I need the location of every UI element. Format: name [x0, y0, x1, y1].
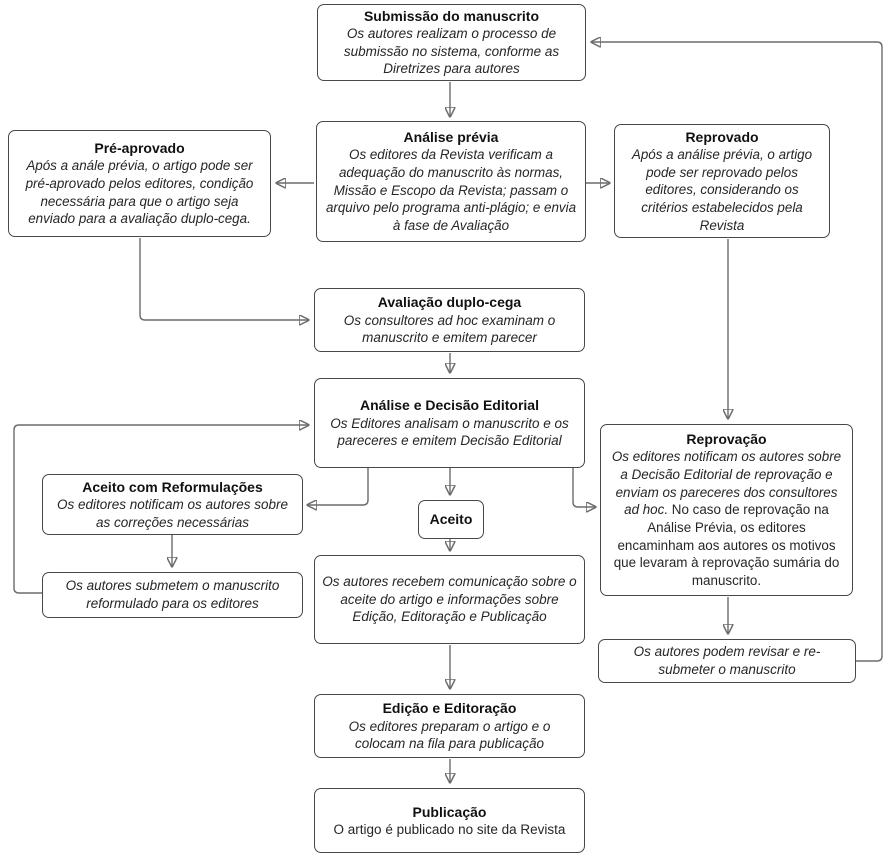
node-body: Após a análise prévia, o artigo pode ser… — [631, 146, 813, 233]
node-submissao-manuscrito: Submissão do manuscrito Os autores reali… — [317, 4, 586, 81]
node-body-regular-part: No caso de reprovação na Análise Prévia,… — [613, 502, 840, 589]
node-title: Avaliação duplo-cega — [377, 294, 522, 311]
node-aceito: Aceito — [418, 500, 484, 539]
node-title: Reprovação — [686, 431, 767, 448]
node-body: Os consultores ad hoc examinam o manuscr… — [343, 312, 556, 346]
node-publicacao: Publicação O artigo é publicado no site … — [314, 788, 585, 853]
node-title: Edição e Editoração — [382, 700, 517, 717]
node-title: Submissão do manuscrito — [363, 8, 540, 25]
node-title: Pré-aprovado — [94, 140, 185, 157]
node-title: Publicação — [412, 803, 487, 820]
edge-resubmissao-decisao — [13, 425, 308, 594]
node-body-italic-part: Os editores notificam os autores sobre a… — [611, 449, 842, 518]
node-reprovacao: Reprovação Os editores notificam os auto… — [600, 424, 853, 596]
node-analise-previa: Análise prévia Os editores da Revista ve… — [316, 121, 586, 242]
node-title: Análise prévia — [403, 129, 499, 146]
node-comunicacao-aceite: Os autores recebem comunicação sobre o a… — [314, 555, 585, 644]
node-body: Os editores preparam o artigo e o coloca… — [348, 718, 551, 752]
node-body: Os autores recebem comunicação sobre o a… — [322, 574, 577, 625]
node-body: O artigo é publicado no site da Revista — [333, 821, 566, 837]
node-body: Os editores notificam os autores sobre a… — [608, 448, 845, 590]
node-analise-decisao-editorial: Análise e Decisão Editorial Os Editores … — [314, 378, 585, 468]
node-body: Os editores da Revista verificam a adequ… — [325, 147, 577, 234]
node-reprovado: Reprovado Após a análise prévia, o artig… — [614, 124, 830, 238]
edge-decisao-reprovacao — [572, 468, 595, 507]
node-body: Após a anále prévia, o artigo pode ser p… — [25, 158, 254, 227]
edge-decisao-aceitoreformulacoes — [308, 468, 369, 505]
node-resubmissao-reformulado: Os autores submetem o manuscrito reformu… — [42, 572, 303, 618]
node-title: Aceito — [429, 511, 473, 528]
node-edicao-editoracao: Edição e Editoração Os editores preparam… — [314, 694, 585, 758]
node-pre-aprovado: Pré-aprovado Após a anále prévia, o arti… — [8, 130, 271, 237]
node-body: Os autores realizam o processo de submis… — [343, 26, 560, 77]
node-body: Os autores submetem o manuscrito reformu… — [65, 578, 280, 611]
node-title: Reprovado — [685, 128, 759, 145]
node-revisar-resubmeter: Os autores podem revisar e re-submeter o… — [598, 639, 856, 683]
edge-preaprovado-avaliacao — [139, 238, 308, 320]
node-avaliacao-duplo-cega: Avaliação duplo-cega Os consultores ad h… — [314, 288, 585, 352]
node-title: Análise e Decisão Editorial — [360, 397, 539, 414]
node-body: Os Editores analisam o manuscrito e os p… — [330, 415, 569, 449]
edge-revisar-submissao — [592, 42, 883, 662]
node-aceito-com-reformulacoes: Aceito com Reformulações Os editores not… — [42, 474, 303, 535]
node-body: Os autores podem revisar e re-submeter o… — [633, 644, 821, 677]
node-body: Os editores notificam os autores sobre a… — [56, 497, 289, 530]
node-title: Aceito com Reformulações — [82, 478, 263, 495]
